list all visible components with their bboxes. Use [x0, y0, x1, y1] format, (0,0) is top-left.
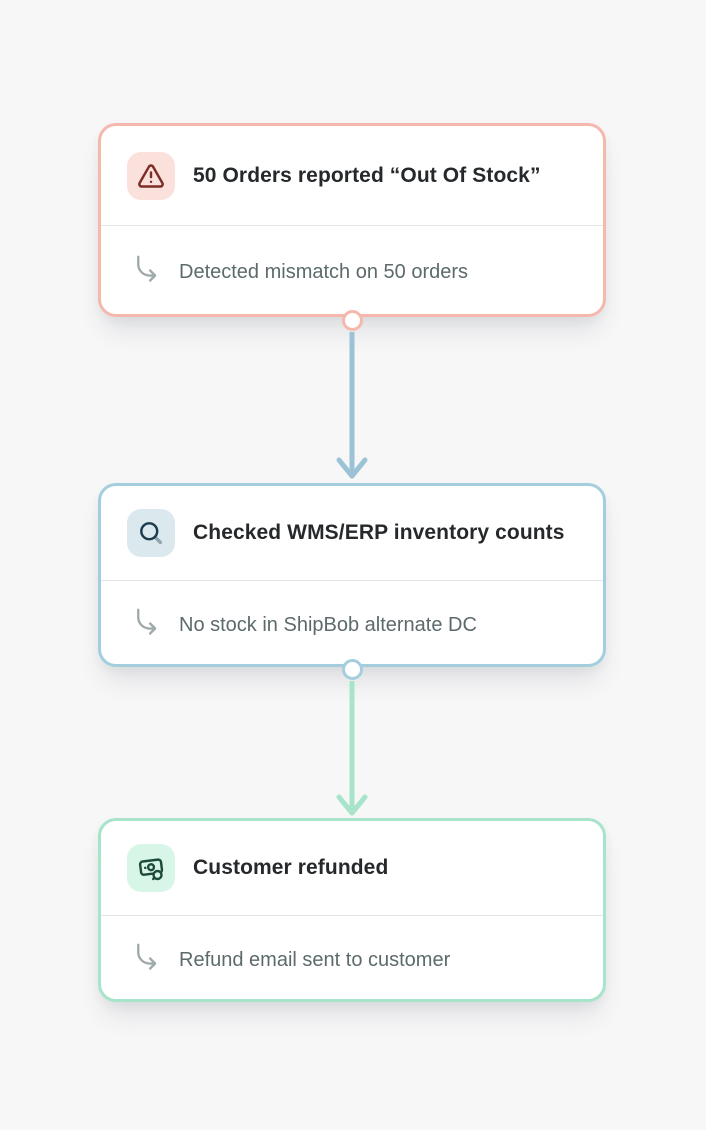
node-header: Checked WMS/ERP inventory counts — [101, 486, 603, 581]
node-result: No stock in ShipBob alternate DC — [101, 581, 603, 664]
search-icon — [127, 509, 175, 557]
flow-node-out-of-stock[interactable]: 50 Orders reported “Out Of Stock” Detect… — [98, 123, 606, 317]
banknote-refund-icon — [127, 844, 175, 892]
node-title: Checked WMS/ERP inventory counts — [193, 521, 565, 544]
node-subtitle: Refund email sent to customer — [179, 948, 451, 971]
connector-port[interactable] — [342, 310, 363, 331]
node-result: Refund email sent to customer — [101, 916, 603, 999]
node-result: Detected mismatch on 50 orders — [101, 226, 603, 314]
corner-down-right-icon — [131, 941, 163, 976]
alert-triangle-icon — [127, 151, 175, 200]
connector-arrow — [336, 332, 368, 479]
node-title: Customer refunded — [193, 856, 389, 879]
corner-down-right-icon — [131, 606, 163, 641]
flow-node-customer-refunded[interactable]: Customer refunded Refund email sent to c… — [98, 818, 606, 1002]
node-subtitle: No stock in ShipBob alternate DC — [179, 613, 477, 636]
node-header: Customer refunded — [101, 821, 603, 916]
connector-port[interactable] — [342, 659, 363, 680]
node-header: 50 Orders reported “Out Of Stock” — [101, 126, 603, 226]
node-subtitle: Detected mismatch on 50 orders — [179, 261, 469, 283]
corner-down-right-icon — [131, 253, 163, 288]
connector-arrow — [336, 681, 368, 816]
flow-node-inventory-check[interactable]: Checked WMS/ERP inventory counts No stoc… — [98, 483, 606, 667]
node-title: 50 Orders reported “Out Of Stock” — [193, 163, 541, 187]
